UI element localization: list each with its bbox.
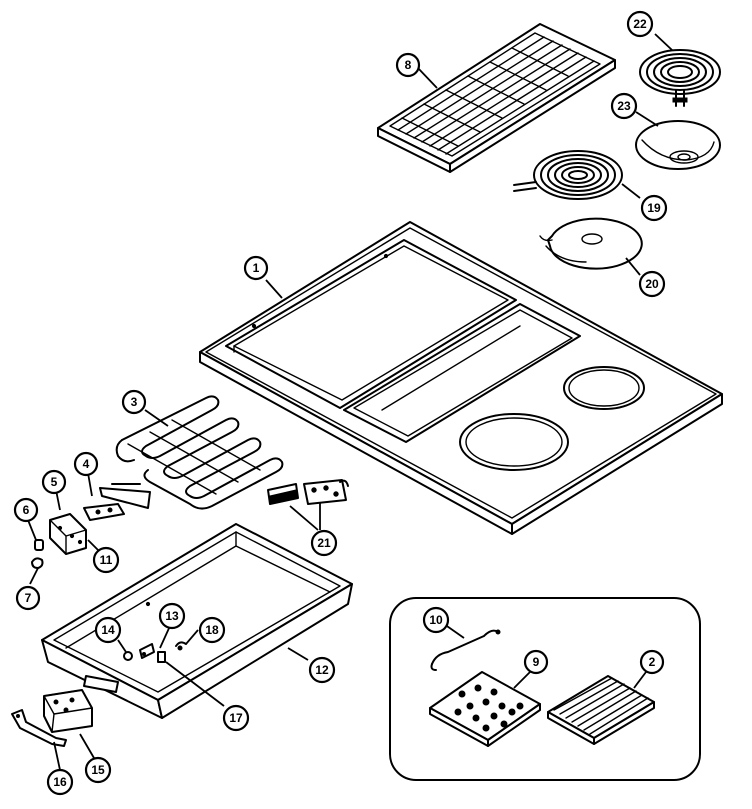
callout-label: 16 bbox=[53, 775, 67, 789]
callout-4: 4 bbox=[73, 451, 99, 477]
pan-bracket bbox=[11, 689, 93, 747]
large-surface-element bbox=[513, 150, 623, 200]
callout-label: 11 bbox=[100, 553, 113, 567]
callout-label: 10 bbox=[429, 613, 443, 627]
callout-17: 17 bbox=[222, 704, 250, 732]
grille-tray bbox=[377, 23, 616, 173]
callout-3: 3 bbox=[121, 389, 147, 415]
callout-22: 22 bbox=[626, 10, 654, 38]
callout-6: 6 bbox=[13, 497, 39, 523]
terminal-block bbox=[49, 513, 87, 555]
callout-label: 6 bbox=[23, 503, 30, 517]
callout-9: 9 bbox=[523, 649, 549, 675]
callout-13: 13 bbox=[158, 602, 186, 630]
callout-7: 7 bbox=[15, 585, 41, 611]
callout-label: 18 bbox=[205, 623, 219, 637]
callout-11: 11 bbox=[92, 546, 120, 574]
callout-2: 2 bbox=[639, 649, 665, 675]
callout-label: 4 bbox=[83, 457, 90, 471]
callout-18: 18 bbox=[198, 616, 226, 644]
callout-1: 1 bbox=[243, 255, 269, 281]
callout-label: 21 bbox=[317, 536, 331, 550]
small-surface-element bbox=[639, 49, 721, 107]
leader-lines bbox=[27, 33, 673, 771]
receptacle-parts bbox=[267, 479, 349, 505]
large-drip-bowl bbox=[539, 217, 643, 270]
callout-label: 7 bbox=[25, 591, 32, 605]
callout-20: 20 bbox=[638, 270, 666, 298]
callout-8: 8 bbox=[395, 52, 421, 78]
callout-label: 3 bbox=[131, 395, 138, 409]
callout-label: 20 bbox=[645, 277, 659, 291]
callout-15: 15 bbox=[84, 756, 112, 784]
small-drip-bowl bbox=[635, 120, 721, 170]
callout-label: 17 bbox=[229, 711, 243, 725]
small-hardware bbox=[31, 539, 44, 569]
bracket bbox=[83, 503, 125, 521]
callout-label: 12 bbox=[315, 663, 329, 677]
callout-23: 23 bbox=[610, 92, 638, 120]
callout-label: 13 bbox=[165, 609, 179, 623]
pan-hardware bbox=[123, 641, 187, 663]
callout-12: 12 bbox=[308, 656, 336, 684]
callout-16: 16 bbox=[46, 768, 74, 796]
broil-element bbox=[99, 395, 284, 510]
callout-5: 5 bbox=[41, 469, 67, 495]
callout-label: 1 bbox=[253, 261, 260, 275]
callout-label: 14 bbox=[101, 623, 115, 637]
callout-label: 2 bbox=[649, 655, 656, 669]
callout-21: 21 bbox=[310, 529, 338, 557]
callout-label: 9 bbox=[533, 655, 540, 669]
cooktop bbox=[199, 221, 723, 535]
callout-19: 19 bbox=[640, 194, 668, 222]
callout-10: 10 bbox=[422, 606, 450, 634]
callout-14: 14 bbox=[94, 616, 122, 644]
accessory-box bbox=[389, 597, 701, 781]
callout-label: 5 bbox=[51, 475, 58, 489]
drip-pan bbox=[41, 523, 353, 719]
callout-label: 15 bbox=[91, 763, 105, 777]
callout-label: 8 bbox=[405, 58, 412, 72]
callout-label: 23 bbox=[617, 99, 631, 113]
callout-label: 22 bbox=[633, 17, 647, 31]
callout-label: 19 bbox=[647, 201, 661, 215]
